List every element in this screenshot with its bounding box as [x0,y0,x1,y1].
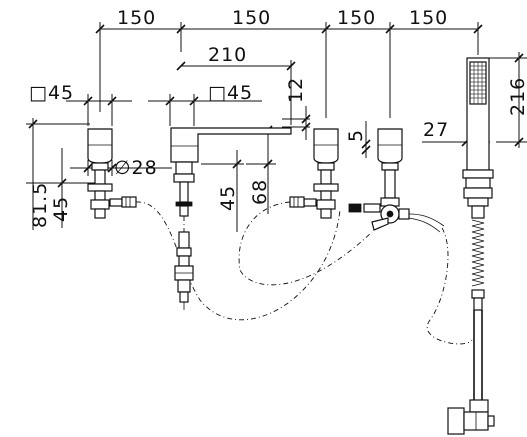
diverter-valve [348,128,473,345]
hand-shower-length-dimension [486,52,527,148]
dim-top-spacing-4: 150 [409,7,448,29]
top-dimension-chain [95,22,483,118]
dim-top-spacing-2: 150 [232,7,271,29]
dim-handle-square-left: □45 [29,82,74,104]
base-diameter-dimension [70,160,172,176]
dim-top-spacing-1: 150 [117,7,156,29]
dim-spout-reach: 210 [208,44,247,66]
dim-handle-inset: 5 [345,129,367,142]
spout-reach-dimension [176,60,296,125]
spout-height-dimensions [201,125,276,232]
handle-width-dimensions [66,94,262,126]
dim-base-diameter: ∅28 [114,157,158,179]
dim-spout-body-height: 45 [217,185,239,211]
dim-hand-shower-length: 216 [507,77,527,116]
handle-inset-dimension [361,121,371,158]
dim-hand-shower-offset: 27 [423,119,449,141]
dim-total-height: 81.5 [29,182,51,228]
left-valve [87,128,341,321]
dim-left-body-height: 45 [50,196,72,222]
left-body-height-dimension [56,148,92,228]
dim-spout-height: 68 [249,179,271,205]
dim-spout-height-offset: 12 [285,77,307,103]
dim-top-spacing-3: 150 [337,7,376,29]
spout-offset-dimension [282,106,311,140]
spout-assembly [170,127,292,310]
dim-handle-square-spout: □45 [208,82,253,104]
middle-valve [238,128,373,286]
hand-shower [447,57,495,435]
